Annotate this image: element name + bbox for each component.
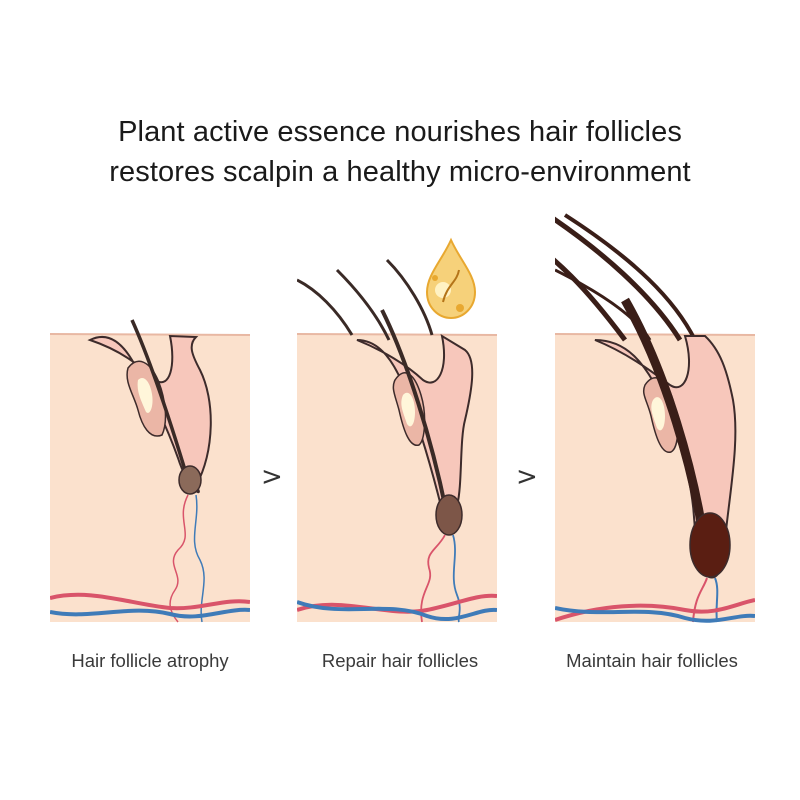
caption-atrophy: Hair follicle atrophy <box>71 650 229 671</box>
stage-repair-illustration <box>297 190 497 640</box>
stage-atrophy-illustration <box>50 190 250 640</box>
hair-bulb <box>689 512 731 578</box>
essence-drop-icon <box>425 237 477 320</box>
hair-strand <box>130 319 190 481</box>
stage-healthy-illustration <box>555 190 755 640</box>
hair-strand <box>380 309 449 516</box>
hair-bulb <box>435 494 463 536</box>
headline: Plant active essence nourishes hair foll… <box>0 112 800 192</box>
headline-line-1: Plant active essence nourishes hair foll… <box>118 116 682 148</box>
caption-maintain: Maintain hair follicles <box>566 650 738 671</box>
caption-repair: Repair hair follicles <box>321 650 479 671</box>
hair-bulb <box>178 465 202 495</box>
stage-separator-arrow-1: > <box>261 462 283 492</box>
headline-line-2: restores scalpin a healthy micro-environ… <box>109 156 691 188</box>
stage-separator-arrow-2: > <box>516 462 538 492</box>
